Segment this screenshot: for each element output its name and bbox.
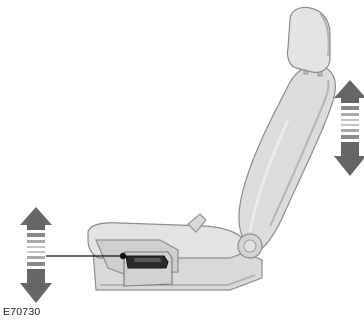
recliner-pivot <box>238 234 262 258</box>
figure-code: E70730 <box>3 306 40 318</box>
up-down-arrow-icon <box>334 80 364 176</box>
seat-backrest <box>239 65 335 250</box>
head-restraint <box>287 8 330 73</box>
height-adjust-lever <box>126 256 168 268</box>
up-down-arrow-icon <box>20 207 52 303</box>
